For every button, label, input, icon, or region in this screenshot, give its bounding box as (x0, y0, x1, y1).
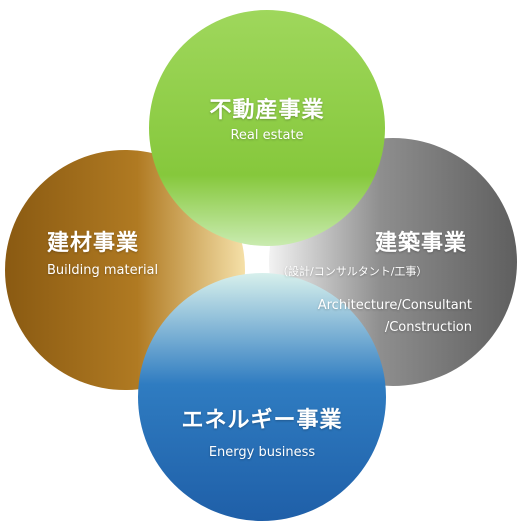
architecture-note: （設計/コンサルタント/工事） (277, 265, 428, 278)
architecture-subtitle-line1: Architecture/Consultant (317, 298, 472, 313)
building-material-subtitle: Building material (47, 263, 159, 278)
architecture-subtitle-line2: /Construction (384, 320, 472, 335)
segment-energy (138, 273, 386, 521)
building-material-title: 建材事業 (47, 231, 140, 256)
real-estate-title: 不動産事業 (209, 98, 325, 123)
segment-real-estate (149, 10, 385, 246)
architecture-title: 建築事業 (375, 231, 468, 256)
real-estate-subtitle: Real estate (230, 128, 304, 143)
energy-title: エネルギー事業 (181, 408, 343, 433)
energy-subtitle: Energy business (208, 445, 316, 460)
